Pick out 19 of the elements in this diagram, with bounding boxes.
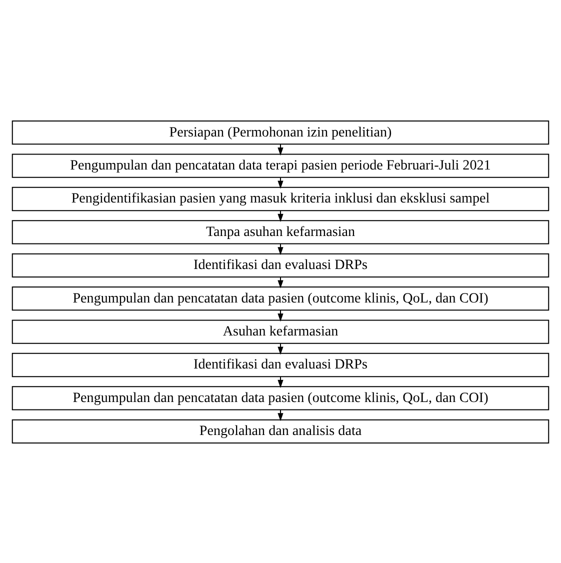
node-box: Pengidentifikasian pasien yang masuk kriteria inklusi dan eksklusi sampel <box>12 186 550 211</box>
arrow <box>278 276 284 288</box>
node-box: Tanpa asuhan kefarmasian <box>12 220 550 244</box>
arrow <box>278 343 284 354</box>
node-box: Pengolahan dan analisis data <box>12 418 550 443</box>
node-box: Pengumpulan dan pencatatan data pasien (outcome klinis, QoL, dan COI) <box>12 386 550 410</box>
arrow <box>278 177 284 188</box>
arrow <box>278 410 284 421</box>
arrow <box>278 244 284 255</box>
node-box: Pengumpulan dan pencatatan data terapi pasien periode Februari-Juli 2021 <box>12 153 550 178</box>
node-box: Identifikasi dan evaluasi DRPs <box>12 252 550 277</box>
node-box: Pengumpulan dan pencatatan data pasien (outcome klinis, QoL, dan COI) <box>12 286 550 310</box>
arrow <box>278 144 284 156</box>
node-box: Asuhan kefarmasian <box>12 319 550 344</box>
arrow <box>278 376 284 388</box>
node-box: Identifikasi dan evaluasi DRPs <box>12 352 550 377</box>
arrow <box>278 210 284 222</box>
arrow <box>278 310 284 322</box>
node-box: Persiapan (Permohonan izin penelitian) <box>12 120 550 144</box>
